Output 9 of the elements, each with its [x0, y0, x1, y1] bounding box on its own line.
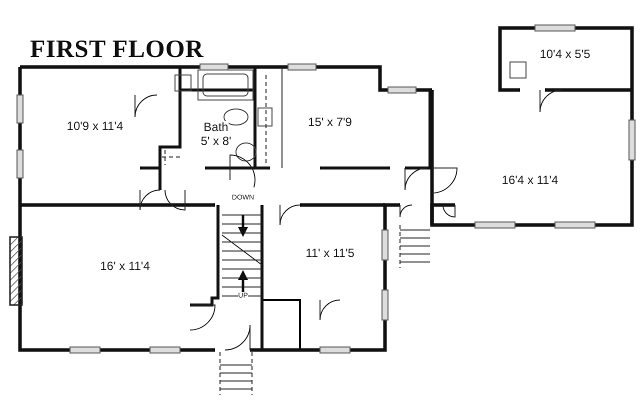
- room-dimension: 10'9 x 11'4: [66, 120, 124, 132]
- room-dimension: 11' x 11'5: [306, 247, 354, 259]
- room-dimension: 5' x 8': [200, 135, 232, 147]
- room-name: Bath: [204, 121, 228, 133]
- plan-title: FIRST FLOOR: [30, 36, 204, 64]
- room-dimension: 15' x 7'9: [308, 116, 352, 128]
- room-dimension: 16'4 x 11'4: [502, 174, 558, 186]
- room-dimension: 16' x 11'4: [100, 260, 150, 272]
- room-dimension: 10'4 x 5'5: [540, 48, 590, 60]
